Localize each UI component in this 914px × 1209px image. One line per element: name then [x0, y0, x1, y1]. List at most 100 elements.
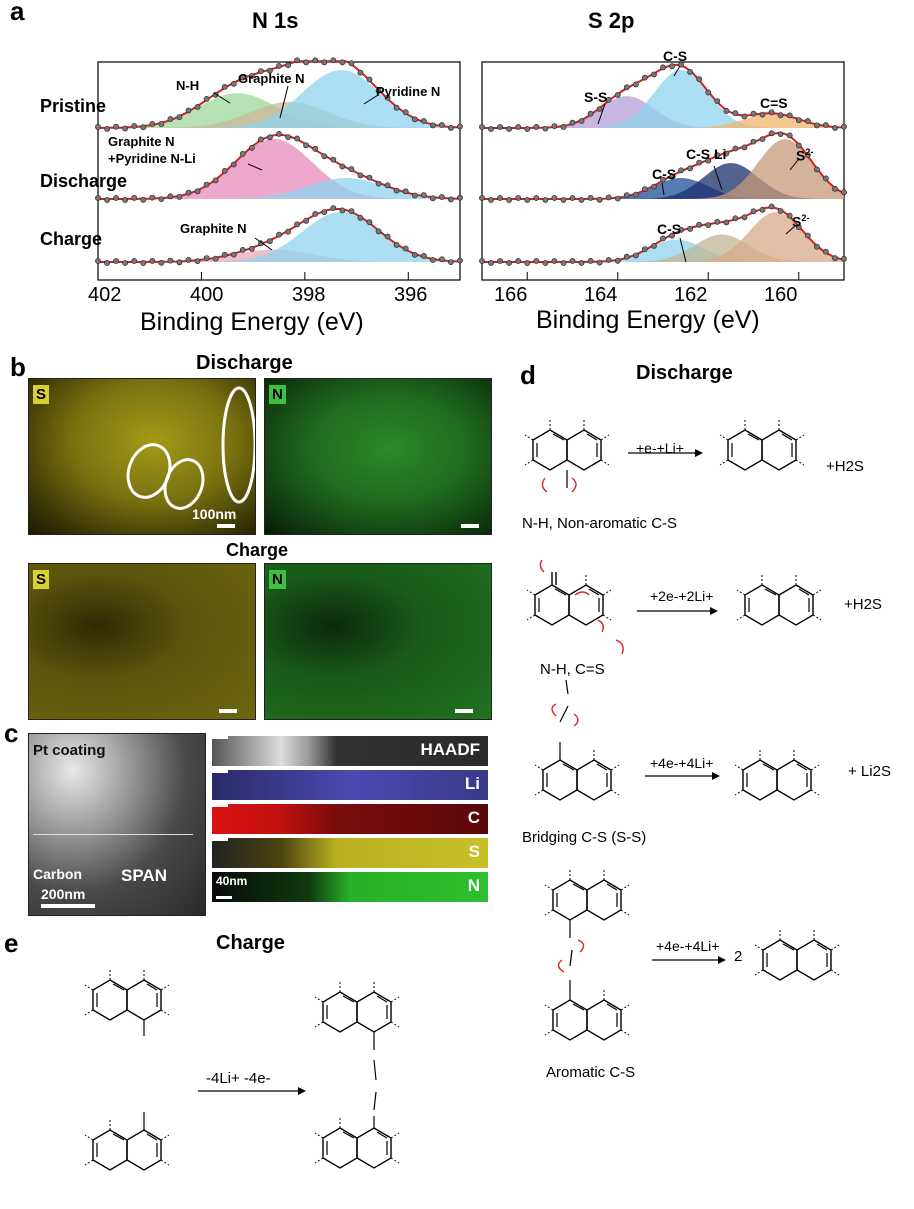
- s-xlabel: Binding Energy (eV): [536, 306, 760, 334]
- n-xlabel: Binding Energy (eV): [140, 308, 364, 336]
- data-point: [587, 110, 594, 117]
- label-carbon: Carbon: [33, 866, 82, 882]
- data-point: [642, 186, 648, 192]
- data-point: [339, 207, 346, 214]
- data-point: [131, 258, 138, 264]
- peak-1-1: [98, 178, 460, 199]
- data-point: [623, 84, 630, 91]
- r3-product: + Li2S: [848, 763, 891, 780]
- data-point: [623, 192, 630, 198]
- data-point: [841, 189, 847, 196]
- data-point: [524, 197, 531, 203]
- data-point: [841, 255, 847, 262]
- n-label-graphite: Graphite N: [238, 71, 305, 86]
- leader-cs: [673, 65, 681, 77]
- data-point: [524, 126, 531, 132]
- data-point: [705, 157, 712, 164]
- label-pt-coating: Pt coating: [33, 742, 106, 759]
- panel-label-a: a: [10, 0, 25, 26]
- data-point: [194, 188, 201, 195]
- data-point: [429, 122, 436, 129]
- data-point: [257, 68, 264, 74]
- data-point: [696, 221, 703, 228]
- data-point: [221, 84, 228, 90]
- data-point: [239, 74, 246, 81]
- data-point: [402, 188, 409, 195]
- data-point: [768, 203, 775, 210]
- data-point: [429, 257, 436, 263]
- data-point: [687, 69, 693, 75]
- data-point: [276, 63, 282, 69]
- data-point: [578, 118, 585, 124]
- data-point: [605, 257, 612, 263]
- stripe-n: N 40nm: [212, 872, 488, 902]
- data-point: [203, 255, 210, 261]
- data-point: [384, 182, 391, 189]
- data-point: [642, 74, 648, 81]
- data-point: [687, 225, 693, 232]
- data-point: [560, 260, 567, 266]
- stripe-c: C: [212, 804, 488, 834]
- panel-label-e: e: [4, 928, 19, 958]
- peak-1-2: [482, 139, 844, 199]
- data-point: [230, 80, 237, 87]
- map-charge-s: S: [28, 563, 256, 720]
- data-point: [95, 195, 101, 201]
- data-point: [786, 132, 793, 139]
- data-point: [633, 252, 639, 259]
- data-point: [285, 134, 291, 140]
- label-200nm: 200nm: [41, 886, 86, 902]
- data-point: [393, 242, 400, 248]
- data-point: [551, 195, 558, 201]
- data-point: [804, 152, 811, 158]
- data-point: [203, 96, 210, 102]
- data-point: [149, 194, 156, 201]
- data-point: [393, 104, 400, 111]
- n-label-dis-graphite: Graphite N: [108, 134, 175, 149]
- data-point: [357, 214, 364, 221]
- data-point: [339, 163, 346, 170]
- data-point: [357, 69, 364, 76]
- scale-bar: [212, 770, 228, 773]
- data-point: [131, 194, 138, 201]
- data-point: [221, 251, 228, 258]
- data-point: [714, 218, 721, 225]
- data-point: [551, 258, 558, 264]
- data-point: [479, 124, 485, 130]
- data-point: [375, 228, 382, 235]
- data-point: [587, 194, 594, 201]
- map-discharge-s: S 100nm: [28, 378, 256, 535]
- data-point: [348, 166, 355, 172]
- data-point: [777, 112, 784, 119]
- data-point: [741, 113, 748, 120]
- data-point: [149, 257, 156, 264]
- n-tick-402: 402: [88, 284, 122, 306]
- data-point: [678, 226, 684, 233]
- peak-2-2: [482, 212, 844, 262]
- peak-2-0: [482, 239, 844, 262]
- leader-ch-cs: [679, 237, 687, 263]
- data-point: [312, 57, 319, 64]
- data-point: [457, 257, 463, 264]
- r1-caption: N-H, Non-aromatic C-S: [522, 515, 678, 532]
- stripe-label-n: N: [467, 876, 480, 895]
- data-point: [366, 174, 373, 181]
- data-point: [823, 122, 829, 128]
- data-point: [705, 89, 712, 96]
- data-point: [759, 136, 766, 142]
- line-scan-marker: [33, 834, 193, 835]
- row-label-charge: Charge: [40, 229, 103, 249]
- leader-dis-s2: [789, 159, 799, 171]
- data-point: [605, 194, 612, 201]
- data-point: [759, 206, 766, 213]
- data-point: [185, 189, 192, 196]
- leader-nh: [213, 92, 231, 104]
- data-point: [515, 258, 522, 264]
- data-point: [596, 196, 603, 203]
- n-label-dis-pyridine-li: +Pyridine N-Li: [108, 151, 196, 166]
- data-point: [438, 122, 445, 128]
- tag-s: S: [33, 570, 50, 589]
- r2-product: +H2S: [844, 596, 882, 613]
- data-point: [542, 260, 549, 266]
- data-point: [723, 219, 730, 226]
